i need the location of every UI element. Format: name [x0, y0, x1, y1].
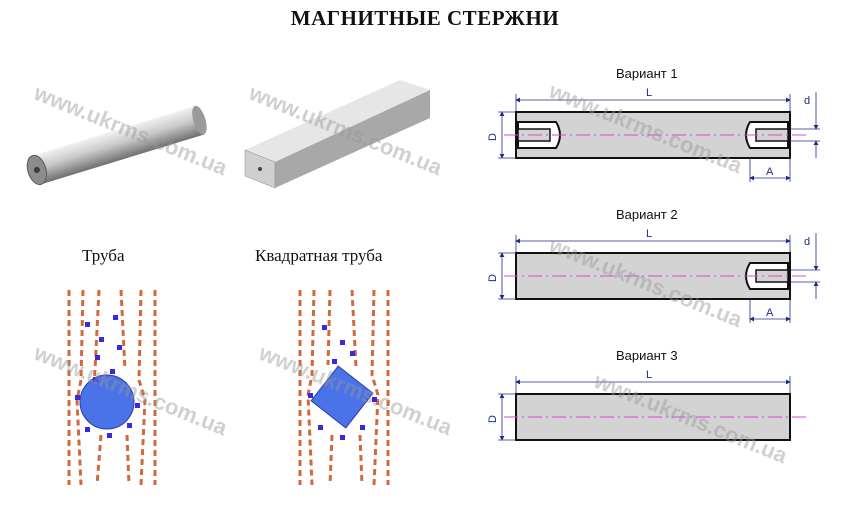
variant-1-label: Вариант 1	[616, 66, 678, 81]
variant-1-length-label: L	[646, 87, 652, 99]
variant-2-length-label: L	[646, 228, 652, 240]
page-title: МАГНИТНЫЕ СТЕРЖНИ	[290, 6, 560, 30]
square-rod-photo	[244, 80, 430, 189]
variant-2-label: Вариант 2	[616, 207, 678, 222]
variant-2-hole-label: d	[804, 236, 810, 248]
variant-3-label: Вариант 3	[616, 348, 678, 363]
square-pipe-label: Квадратная труба	[255, 246, 383, 265]
variant-2-diameter-label: D	[487, 274, 499, 282]
variant-1-depth-label: A	[766, 166, 774, 178]
variant-1-hole-label: d	[804, 95, 810, 107]
square-pipe-field-diagram	[298, 289, 390, 486]
variant-3-length-label: L	[646, 369, 652, 381]
variant-2-drawing: L D d A	[487, 228, 820, 323]
variant-2-depth-label: A	[766, 307, 774, 319]
variant-1-drawing: L D d A	[487, 87, 820, 182]
round-rod-photo	[26, 105, 207, 186]
round-pipe-field-diagram	[67, 289, 157, 486]
variant-3-drawing: L D	[487, 369, 808, 441]
variant-3-diameter-label: D	[487, 415, 499, 423]
variant-1-diameter-label: D	[487, 133, 499, 141]
pipe-label: Труба	[82, 246, 125, 265]
